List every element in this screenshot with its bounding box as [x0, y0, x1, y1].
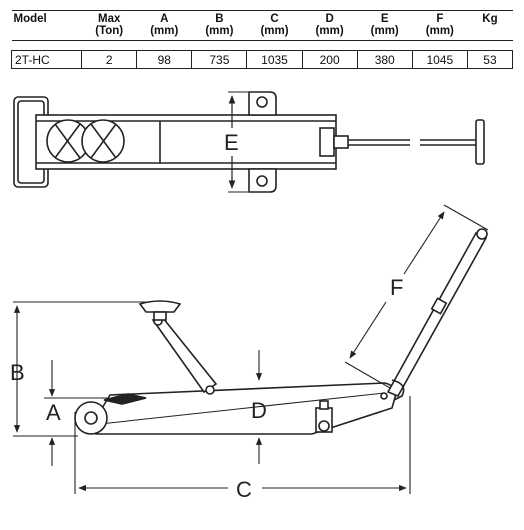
dimensions [13, 204, 489, 494]
header-label: A [160, 13, 169, 25]
lift-arm [151, 317, 218, 394]
header-b: B(mm) [191, 10, 247, 41]
spec-table: Model Max(Ton) A(mm) B(mm) C(mm) D(mm) E… [10, 10, 514, 69]
side-view [74, 228, 488, 435]
header-unit: (mm) [205, 25, 234, 37]
front-wheel-bolt-top [256, 96, 268, 108]
front-wheel [318, 420, 330, 432]
label-e: E [224, 130, 239, 155]
pump-cap [319, 400, 329, 410]
handle [386, 231, 488, 398]
table-header-row: Model Max(Ton) A(mm) B(mm) C(mm) D(mm) E… [11, 10, 513, 41]
header-label: Model [13, 13, 47, 25]
header-label: F [436, 13, 444, 25]
label-f: F [390, 275, 403, 300]
saddle [138, 300, 182, 313]
handle-grip [475, 119, 485, 165]
cell-kg: 53 [466, 50, 514, 69]
header-label: E [380, 13, 389, 25]
f-ext-bottom [344, 361, 391, 389]
rear-wheel-hub [84, 411, 98, 425]
handle-socket [333, 135, 349, 149]
label-b: B [10, 360, 25, 385]
header-e: E(mm) [357, 10, 413, 41]
cell-c: 1035 [246, 50, 303, 69]
header-model: Model [11, 10, 82, 41]
header-f: F(mm) [412, 10, 468, 41]
header-label: Max [97, 13, 121, 25]
front-wheel-bracket-bottom [248, 168, 277, 193]
front-wheel-bracket-top [248, 91, 277, 116]
front-wheel-bolt-bottom [256, 175, 268, 187]
saddle-cross-4 [90, 123, 117, 159]
handle-socket-side [391, 379, 405, 401]
header-unit: (mm) [315, 25, 344, 37]
f-arrow-top [403, 211, 445, 275]
lowered-saddle [103, 393, 147, 405]
handle-end [476, 228, 488, 240]
f-ext-top [443, 204, 489, 231]
header-d: D(mm) [302, 10, 358, 41]
header-kg: Kg [467, 10, 513, 41]
top-view [13, 91, 485, 193]
table-row: 2T-HC 2 98 735 1035 200 380 1045 53 [10, 50, 514, 69]
header-label: B [215, 13, 224, 25]
arm-pivot [205, 385, 215, 395]
saddle-cross-2 [54, 123, 81, 159]
cell-e: 380 [356, 50, 413, 69]
header-unit: (mm) [260, 25, 289, 37]
spec-table-container: Model Max(Ton) A(mm) B(mm) C(mm) D(mm) E… [10, 10, 514, 69]
pump-head [319, 127, 335, 157]
handle-pivot [380, 392, 388, 400]
label-d: D [251, 398, 267, 423]
saddle-post [153, 311, 167, 321]
cell-model: 2T-HC [10, 50, 83, 69]
cell-max: 2 [81, 50, 138, 69]
label-c: C [236, 477, 252, 502]
header-a: A(mm) [136, 10, 192, 41]
body-line [99, 392, 385, 425]
handle-joint [430, 297, 448, 315]
f-arrow-bottom [349, 301, 387, 359]
header-unit: (mm) [150, 25, 179, 37]
header-c: C(mm) [246, 10, 303, 41]
header-label: Kg [482, 13, 498, 25]
header-max: Max(Ton) [81, 10, 137, 41]
header-unit: (mm) [425, 25, 454, 37]
label-a: A [46, 400, 61, 425]
header-unit: (mm) [370, 25, 399, 37]
header-label: C [270, 13, 279, 25]
header-unit: (Ton) [95, 25, 124, 37]
header-label: D [325, 13, 334, 25]
cell-d: 200 [301, 50, 358, 69]
